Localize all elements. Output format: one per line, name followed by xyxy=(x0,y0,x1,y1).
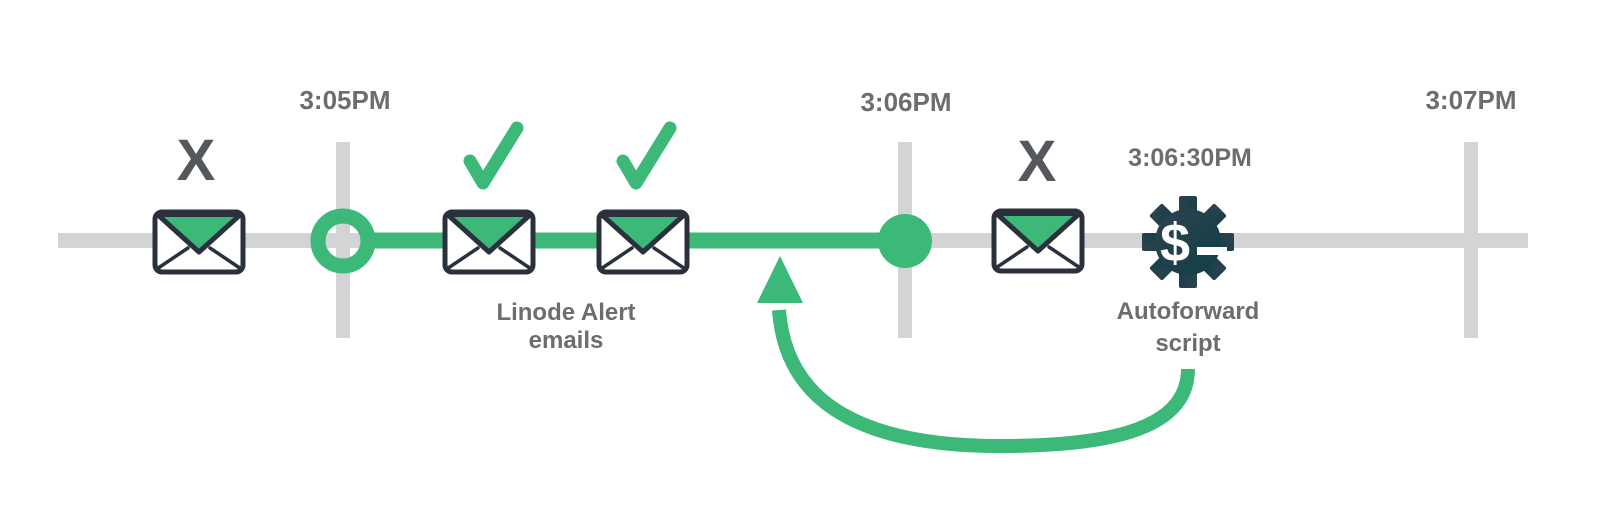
email-envelope-icon-blocked-2 xyxy=(994,211,1082,271)
tick-label-3-07pm: 3:07PM xyxy=(1425,85,1517,115)
gear-script-icon: $ xyxy=(1142,196,1234,288)
script-time-label: 3:06:30PM xyxy=(1128,144,1252,172)
x-icon-1: X xyxy=(176,128,216,193)
alert-caption-line2: emails xyxy=(528,327,604,354)
alert-caption-line1: Linode Alert xyxy=(496,299,636,326)
terminal-underscore-glyph xyxy=(1197,247,1227,255)
email-envelope-icon-delivered-1 xyxy=(445,212,533,272)
check-icon-2 xyxy=(623,128,670,183)
timeline-start-ring xyxy=(310,208,376,274)
tick-label-3-06pm: 3:06PM xyxy=(860,87,952,117)
email-envelope-icon-delivered-2 xyxy=(599,212,687,272)
autoforward-caption: Autoforward script xyxy=(1117,296,1260,360)
arrow-head xyxy=(757,256,803,303)
check-icon-1 xyxy=(470,128,517,183)
email-envelope-icon-blocked-1 xyxy=(155,212,243,272)
alert-emails-caption: Linode Alert emails xyxy=(496,299,635,355)
terminal-dollar-glyph: $ xyxy=(1160,213,1190,273)
timeline-end-dot xyxy=(878,214,932,268)
curved-return-arrow xyxy=(757,256,1195,454)
tick-3-07pm xyxy=(1464,142,1478,338)
tick-label-3-05pm: 3:05PM xyxy=(299,85,391,115)
autoforward-caption-line2: script xyxy=(1155,330,1221,357)
autoforward-caption-line1: Autoforward xyxy=(1116,298,1260,325)
x-icon-2: X xyxy=(1017,129,1057,194)
tick-3-05pm xyxy=(336,142,350,338)
